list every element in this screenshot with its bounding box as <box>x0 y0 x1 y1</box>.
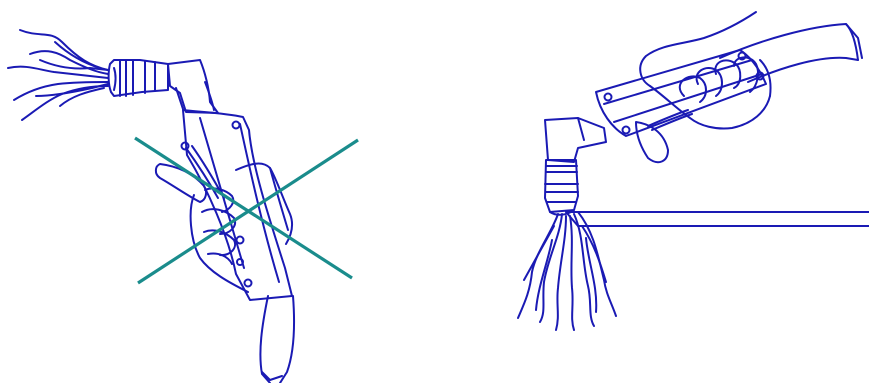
prohibition-cross <box>135 138 358 283</box>
left-flame <box>8 30 108 120</box>
left-torch-neck <box>168 60 218 113</box>
right-torch-nozzle <box>545 160 578 215</box>
workpiece-plate <box>566 212 869 226</box>
right-hand <box>636 12 771 162</box>
left-torch-nozzle <box>109 60 168 96</box>
incorrect-technique-panel <box>8 30 358 383</box>
correct-technique-panel <box>518 12 869 330</box>
left-torch-cable <box>260 296 294 383</box>
right-torch-neck <box>545 118 606 162</box>
right-flame <box>518 212 616 330</box>
